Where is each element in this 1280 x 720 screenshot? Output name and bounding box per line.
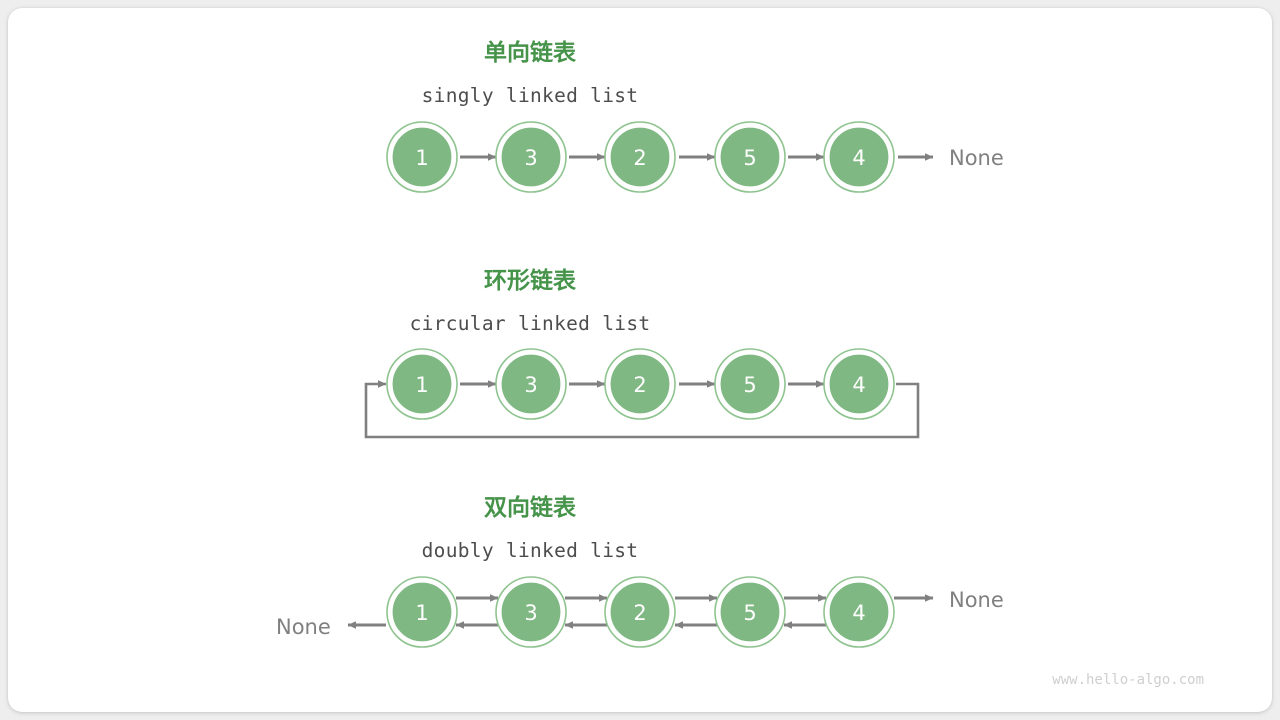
list-node: 2 [604, 576, 676, 648]
section-title-doubly: 双向链表 [484, 494, 577, 521]
list-node: 1 [386, 121, 458, 193]
node-value: 4 [852, 373, 865, 397]
node-value: 5 [743, 373, 756, 397]
section-subtitle-singly: singly linked list [422, 84, 639, 107]
list-node: 1 [386, 576, 458, 648]
node-value: 3 [524, 601, 537, 625]
node-value: 2 [633, 601, 646, 625]
linked-list-diagram: 单向链表 singly linked list 1 [276, 39, 1204, 688]
list-node: 1 [386, 348, 458, 420]
list-node: 2 [604, 121, 676, 193]
list-node: 3 [495, 576, 567, 648]
circular-loopback [364, 380, 920, 439]
node-value: 3 [524, 146, 537, 170]
list-node: 4 [823, 348, 895, 420]
section-singly: 单向链表 singly linked list 1 [386, 39, 1004, 193]
section-circular: 环形链表 circular linked list 1 [364, 267, 920, 439]
node-value: 5 [743, 146, 756, 170]
list-node: 4 [823, 576, 895, 648]
none-label-tail: None [949, 588, 1004, 612]
section-title-singly: 单向链表 [484, 39, 577, 66]
doubly-nodes: 1 3 2 5 [386, 576, 895, 648]
list-node: 2 [604, 348, 676, 420]
node-value: 2 [633, 146, 646, 170]
node-value: 1 [415, 146, 428, 170]
node-value: 4 [852, 601, 865, 625]
none-label-tail: None [949, 146, 1004, 170]
watermark: www.hello-algo.com [1052, 672, 1204, 688]
section-title-circular: 环形链表 [484, 267, 577, 294]
node-value: 5 [743, 601, 756, 625]
list-node: 3 [495, 348, 567, 420]
node-value: 3 [524, 373, 537, 397]
circular-nodes: 1 3 2 5 [386, 348, 895, 420]
none-label-head: None [276, 615, 331, 639]
section-subtitle-doubly: doubly linked list [422, 539, 639, 562]
list-node: 5 [714, 348, 786, 420]
diagram-card: 单向链表 singly linked list 1 [8, 8, 1272, 712]
node-value: 1 [415, 601, 428, 625]
loopback-arrow [364, 380, 920, 439]
node-value: 4 [852, 146, 865, 170]
list-node: 5 [714, 576, 786, 648]
node-value: 1 [415, 373, 428, 397]
section-subtitle-circular: circular linked list [410, 312, 651, 335]
list-node: 4 [823, 121, 895, 193]
list-node: 3 [495, 121, 567, 193]
section-doubly: 双向链表 doubly linked list [276, 494, 1004, 648]
singly-nodes: 1 3 2 5 [386, 121, 895, 193]
list-node: 5 [714, 121, 786, 193]
node-value: 2 [633, 373, 646, 397]
